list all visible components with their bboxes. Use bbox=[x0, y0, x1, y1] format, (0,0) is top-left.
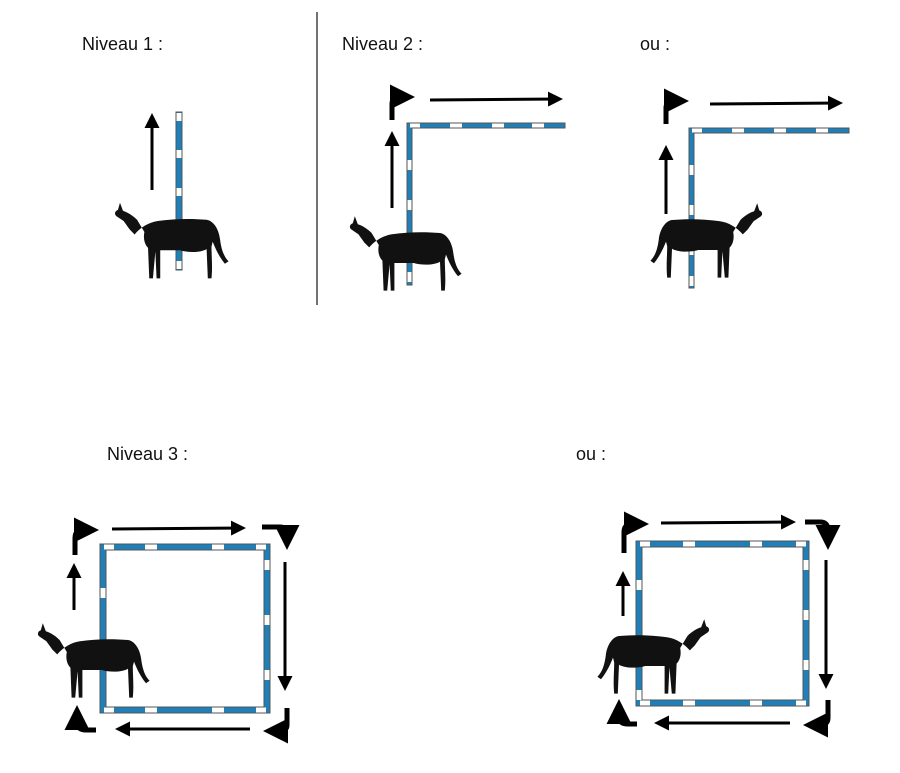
curved-arrow-icon bbox=[803, 700, 831, 738]
arrow-icon bbox=[111, 520, 246, 536]
level3-figure bbox=[38, 517, 300, 744]
curved-arrow-icon bbox=[621, 511, 649, 553]
horse-silhouette-icon bbox=[115, 203, 229, 279]
striped-pole-icon bbox=[635, 699, 810, 707]
curved-arrow-icon bbox=[606, 699, 637, 727]
horse-silhouette-icon bbox=[650, 203, 763, 278]
striped-pole-icon bbox=[99, 706, 271, 714]
level1-figure bbox=[115, 111, 229, 279]
curved-arrow-icon bbox=[263, 708, 290, 744]
striped-pole-icon bbox=[635, 540, 810, 548]
curved-arrow-icon bbox=[805, 519, 841, 550]
striped-pole-icon bbox=[802, 540, 810, 707]
striped-pole-icon bbox=[99, 543, 271, 551]
level3-alt-figure bbox=[597, 511, 841, 738]
striped-pole-icon bbox=[635, 540, 643, 707]
level2-alt-figure bbox=[650, 88, 850, 289]
level2-figure bbox=[350, 84, 566, 291]
curved-arrow-icon bbox=[72, 517, 99, 555]
horse-silhouette-icon bbox=[597, 619, 710, 694]
horse-silhouette-icon bbox=[38, 623, 150, 697]
curved-arrow-icon bbox=[663, 88, 689, 124]
arrow-icon bbox=[660, 514, 796, 530]
striped-pole-icon bbox=[263, 543, 271, 714]
curved-arrow-icon bbox=[389, 84, 415, 120]
level3-title: Niveau 3 : bbox=[107, 444, 189, 464]
level3-alt-title: ou : bbox=[576, 444, 607, 464]
curved-arrow-icon bbox=[262, 524, 300, 550]
arrow-icon bbox=[709, 95, 843, 111]
curved-arrow-icon bbox=[64, 705, 96, 733]
level1-title: Niveau 1 : bbox=[82, 34, 164, 54]
level2-alt-title: ou : bbox=[640, 34, 671, 54]
horse-silhouette-icon bbox=[350, 216, 462, 290]
arrow-icon bbox=[429, 91, 563, 107]
level2-title: Niveau 2 : bbox=[342, 34, 424, 54]
striped-pole-icon bbox=[99, 543, 107, 714]
